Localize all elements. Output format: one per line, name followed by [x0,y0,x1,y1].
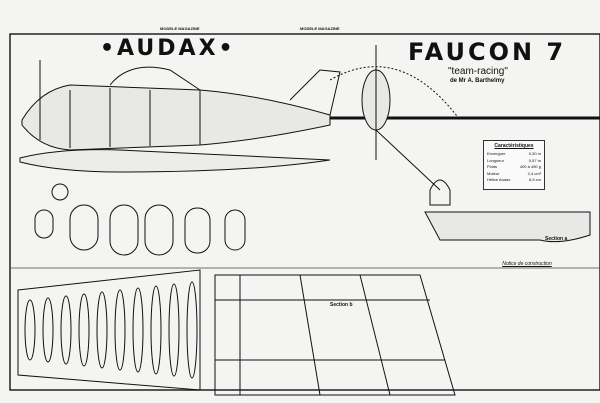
notice-heading: Notice de construction [502,261,552,267]
plan-author: de Mr A. Barthelmy [450,78,505,84]
value: 6,5 cm [528,177,541,182]
characteristic-row: Envergure 0,50 m [487,151,541,158]
label: Envergure [487,151,506,156]
characteristic-row: Longueur 0,57 m [487,158,541,165]
label: Moteur [487,170,500,176]
characteristic-row: Moteur 2,4 cm³ [487,171,541,178]
tailplane-view [424,211,591,243]
plan-subtitle: "team-racing" [448,66,508,77]
value: 0,57 m [528,157,541,163]
fuselage-side-view [21,60,341,151]
audax-brand-title: •AUDAX• [100,36,236,61]
plan-title: FAUCON 7 [408,38,567,66]
section-b-label: Section b [330,302,353,308]
section-a-label: Section a [545,236,568,242]
fuselage-formers [34,204,246,256]
construction-notice: Notice de construction [462,261,592,268]
characteristics-box: Caractéristiques Envergure 0,50 m Longueu… [483,140,545,190]
magazine-header-left: MODELE MAGAZINE [160,26,200,31]
characteristics-heading: Caractéristiques [494,143,534,149]
label: Longueur [487,157,504,163]
wing-plan-view [214,274,456,396]
value: 2,4 cm³ [527,170,541,176]
value: 400 à 450 g [519,164,541,169]
fuselage-top-view [19,149,331,201]
wing-ribs [17,269,201,391]
characteristic-row: Poids 400 à 450 g [487,164,541,171]
characteristic-row: Hélice Audax 6,5 cm [487,177,541,184]
label: Hélice Audax [487,177,511,182]
label: Poids [487,164,498,169]
front-view [329,45,600,206]
value: 0,50 m [528,151,541,156]
magazine-header-right: MODELE MAGAZINE [300,26,340,31]
